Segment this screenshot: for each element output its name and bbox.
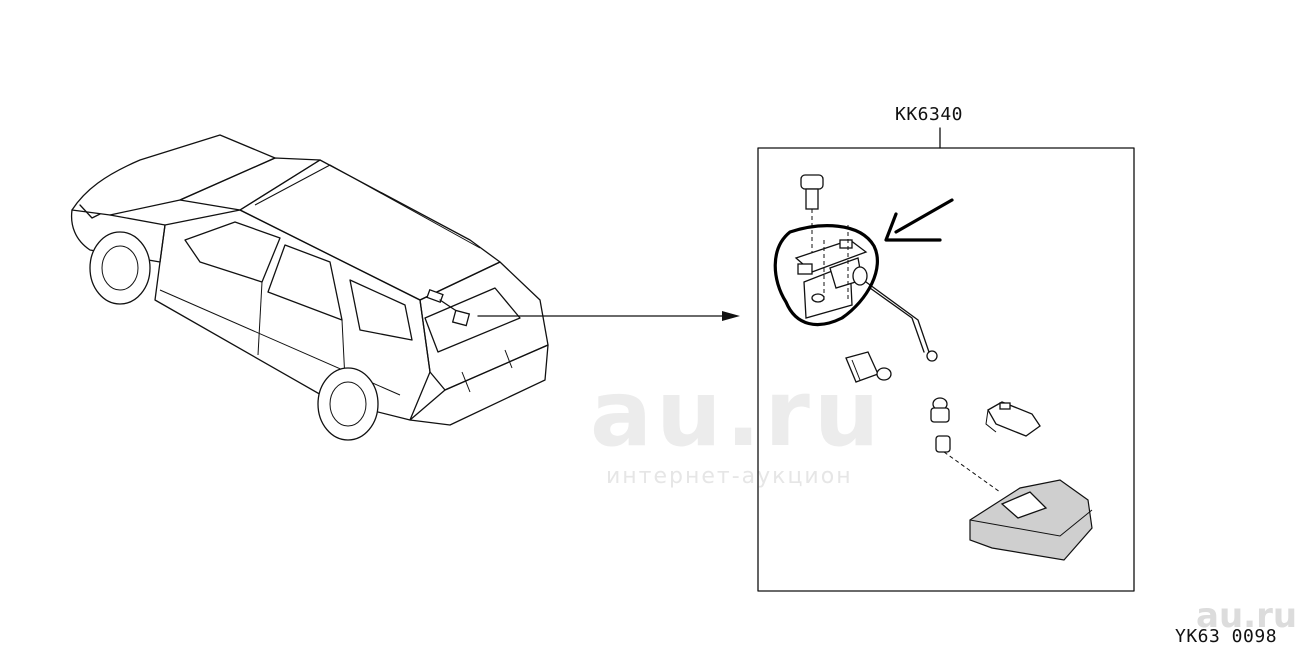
highlight-arrow <box>884 198 954 242</box>
watermark-corner-logo: au.ru <box>1196 596 1298 636</box>
car-rear-wheel <box>317 367 379 441</box>
car-rear-hatch <box>419 261 549 391</box>
bolt-part <box>800 174 824 260</box>
diagram-code-label: YK63 0098 <box>1175 626 1278 647</box>
leader-arrow <box>477 311 740 321</box>
car-rear-side-window <box>267 244 343 321</box>
watermark-au-ru: au.ru <box>590 360 884 467</box>
lamp-wire <box>865 281 938 362</box>
bulb-part <box>930 397 1001 493</box>
car-quarter-window <box>349 279 413 341</box>
lens-cover <box>969 479 1093 561</box>
watermark-subtitle: интернет-аукцион <box>606 464 853 489</box>
station-wagon-illustration <box>70 134 549 441</box>
part-number-label: KK6340 <box>895 104 964 125</box>
callout-box <box>757 147 1135 592</box>
car-windshield <box>179 157 321 211</box>
lamp-bracket <box>794 225 868 319</box>
car-front-wheel <box>89 231 151 305</box>
clip-part <box>985 401 1041 437</box>
car-body-side <box>154 209 431 421</box>
car-rear-bumper <box>409 344 549 426</box>
car-hood <box>71 134 276 216</box>
lamp-socket <box>845 351 892 383</box>
highlight-circle <box>773 224 879 327</box>
car-front-side-window <box>184 221 281 283</box>
hatch-part-location <box>426 289 471 327</box>
